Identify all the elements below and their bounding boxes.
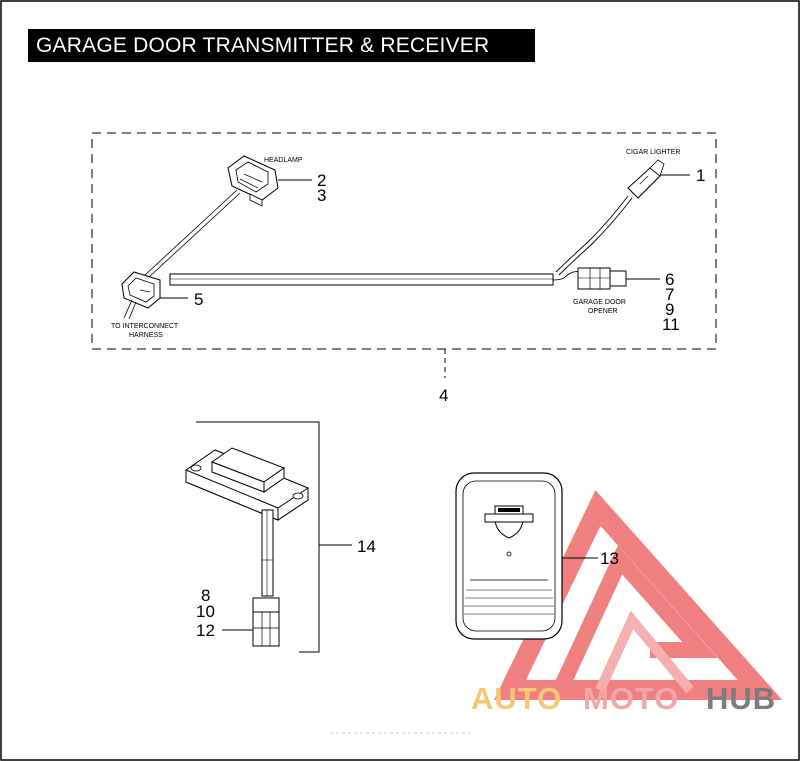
callout-14: 14 (357, 537, 376, 556)
wire-to-headlamp-2 (147, 192, 241, 279)
led-indicator (506, 551, 512, 557)
callout-6: 6 (665, 270, 674, 289)
interconnect-connector (121, 271, 161, 320)
callout-11: 11 (662, 315, 680, 334)
headlamp-connector (227, 155, 279, 207)
watermark-text-auto: AUTO (471, 681, 562, 716)
callout-8: 8 (201, 586, 210, 605)
wire-to-headlamp (144, 189, 238, 276)
receiver-bracket (196, 421, 320, 653)
label-harness: HARNESS (129, 332, 163, 339)
callout-13: 13 (600, 549, 619, 568)
callout-4: 4 (439, 386, 448, 405)
harness-kit-box (91, 132, 717, 350)
callout-7: 7 (665, 285, 674, 304)
cigar-lighter-plug (555, 159, 665, 276)
callout-12: 12 (196, 621, 215, 640)
callout-10: 10 (196, 602, 215, 621)
opener-connector (577, 267, 627, 290)
receiver-module (185, 447, 309, 521)
callout-1: 1 (696, 166, 705, 185)
label-cigar-lighter: CIGAR LIGHTER (626, 149, 680, 156)
callout-9: 9 (665, 300, 674, 319)
callout-2: 2 (317, 171, 326, 190)
label-headlamp: HEADLAMP (264, 157, 303, 164)
watermark-wordmark: AUTO MOTO HUB (471, 681, 776, 716)
callout-5: 5 (194, 290, 203, 309)
receiver-cable (261, 509, 274, 597)
label-to-interconnect: TO INTERCONNECT (111, 323, 179, 330)
wire-to-opener (552, 271, 581, 281)
watermark-triangle-core (595, 610, 694, 694)
label-garage-door: GARAGE DOOR (573, 299, 626, 306)
transmitter-remote (455, 472, 563, 640)
bar-and-shield-logo-icon (484, 505, 534, 539)
watermark-text-hub: HUB (706, 681, 776, 716)
label-opener: OPENER (588, 308, 618, 315)
harness-tube (169, 273, 554, 286)
page-title: GARAGE DOOR TRANSMITTER & RECEIVER (28, 29, 535, 62)
watermark-triangle-inner (552, 545, 718, 694)
callout-3: 3 (317, 186, 326, 205)
watermark-text-moto: MOTO (583, 681, 679, 716)
receiver-connector (252, 597, 280, 647)
